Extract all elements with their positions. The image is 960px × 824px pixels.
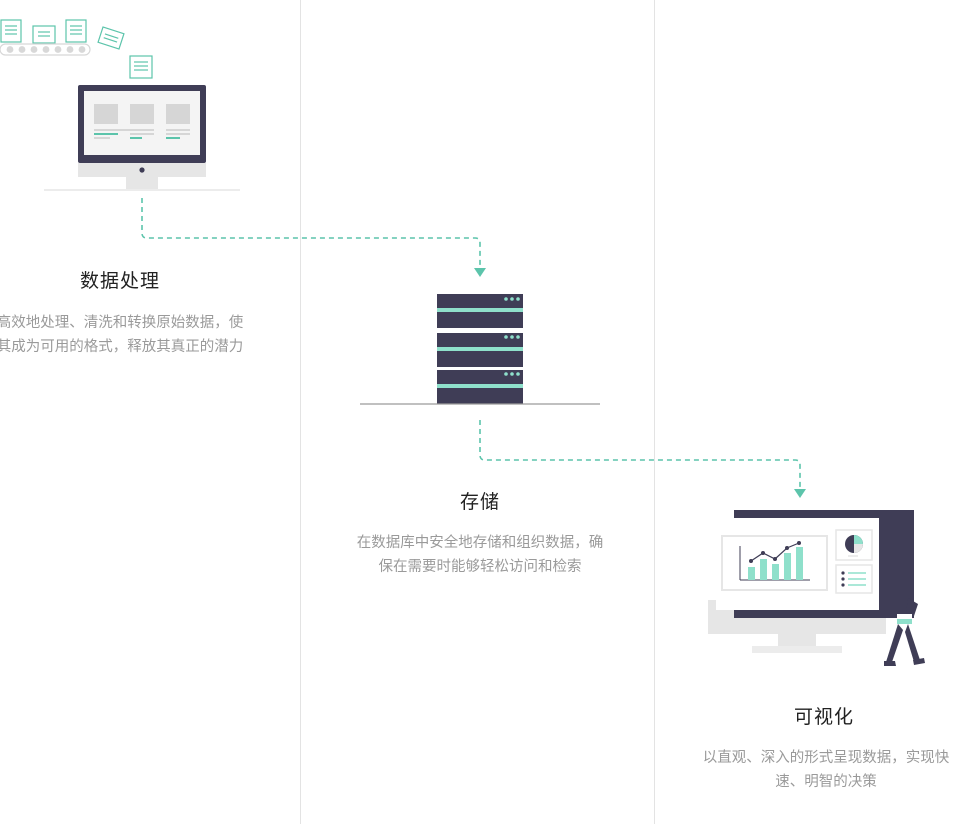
- document-icon: [0, 19, 153, 79]
- desktop-monitor-icon: [44, 85, 240, 191]
- conveyor-belt: [0, 43, 91, 56]
- flow-arrow-2: [794, 489, 806, 498]
- person-icon: [884, 598, 925, 666]
- flow-arrow-1: [474, 268, 486, 277]
- flow-connector-1: [141, 198, 481, 268]
- visualization-description: 以直观、深入的形式呈现数据，实现快速、明智的决策: [702, 750, 950, 790]
- server-rack-icon: [360, 294, 600, 405]
- storage-description: 在数据库中安全地存储和组织数据，确保在需要时能够轻松访问和检索: [356, 535, 604, 575]
- column-divider-2: [654, 0, 655, 824]
- storage-title: 存储: [459, 491, 500, 513]
- visualization-title: 可视化: [793, 706, 854, 728]
- dashboard-monitor-icon: [708, 510, 914, 653]
- column-divider-1: [300, 0, 301, 824]
- flow-connector-2: [479, 420, 801, 489]
- processing-title: 数据处理: [79, 270, 160, 292]
- processing-description: 高效地处理、清洗和转换原始数据，使其成为可用的格式，释放其真正的潜力: [0, 315, 244, 355]
